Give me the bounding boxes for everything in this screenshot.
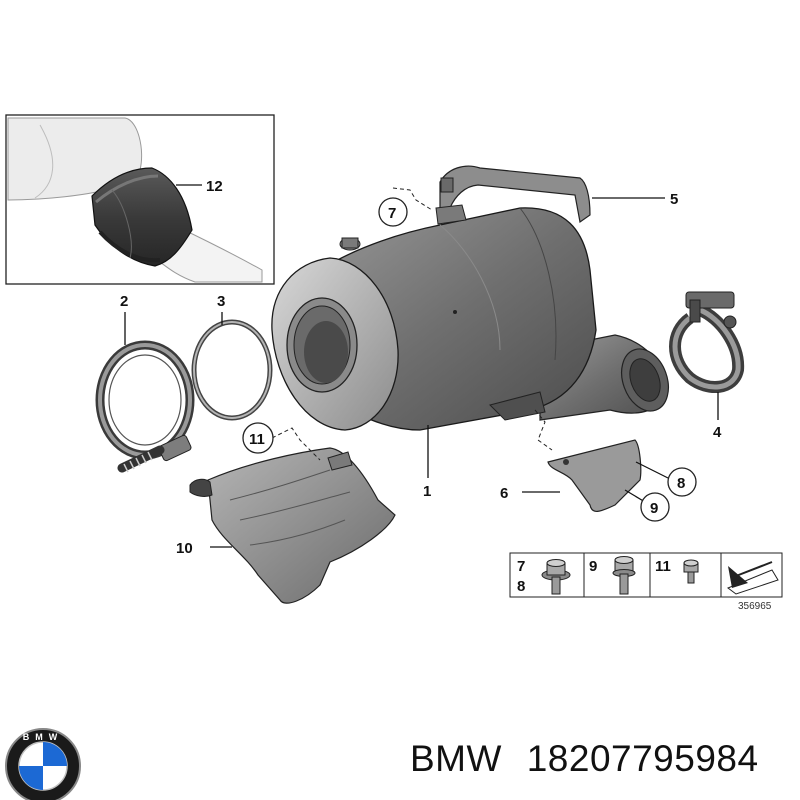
callout-label-3: 3 [217,293,225,310]
part-number: 18207795984 [526,738,759,779]
callout-label-5: 5 [670,191,678,208]
gasket-part-3 [191,319,273,421]
callout-label-1: 1 [423,483,431,500]
bracket-part-6 [547,439,642,512]
callout-circle-8 [667,467,697,497]
flange-bolt-icon [541,559,571,595]
callout-label-4: 4 [713,424,722,441]
callout-label-2: 2 [120,293,128,310]
small-bolt-icon [683,559,699,584]
caption: BMW 18207795984 [410,738,759,780]
callout-circle-7 [378,197,408,227]
heat-shield-part-10 [189,447,396,604]
brand-name: BMW [410,738,502,779]
callout-label-12: 12 [206,178,223,195]
bracket-part-5 [435,165,591,225]
callout-label-8: 8 [677,475,685,492]
callout-label-7: 7 [388,205,396,222]
diagram-number: 356965 [738,601,772,612]
svg-text:BMW: BMW [23,732,64,742]
inset-panel: 12 [5,114,275,285]
direction-arrow-icon [726,561,779,595]
callout-circle-9 [640,492,670,522]
table-label-8: 8 [517,578,525,595]
converter-part-1 [271,207,669,431]
callout-circle-11 [242,422,274,454]
table-label-7: 7 [517,558,525,575]
bmw-logo: BMW [5,728,81,800]
hex-bolt-icon [612,556,636,595]
hardware-table: 7 8 9 11 [509,552,783,598]
clamp-part-4 [669,291,745,393]
callout-label-11: 11 [249,431,265,448]
callout-label-6: 6 [500,485,508,502]
clamp-part-2 [95,340,195,473]
callout-label-9: 9 [650,500,658,517]
callout-label-10: 10 [176,540,193,557]
hose-part-12 [91,167,193,267]
table-label-9: 9 [589,558,597,575]
table-label-11: 11 [655,558,671,575]
clamp-bolt [117,445,165,473]
